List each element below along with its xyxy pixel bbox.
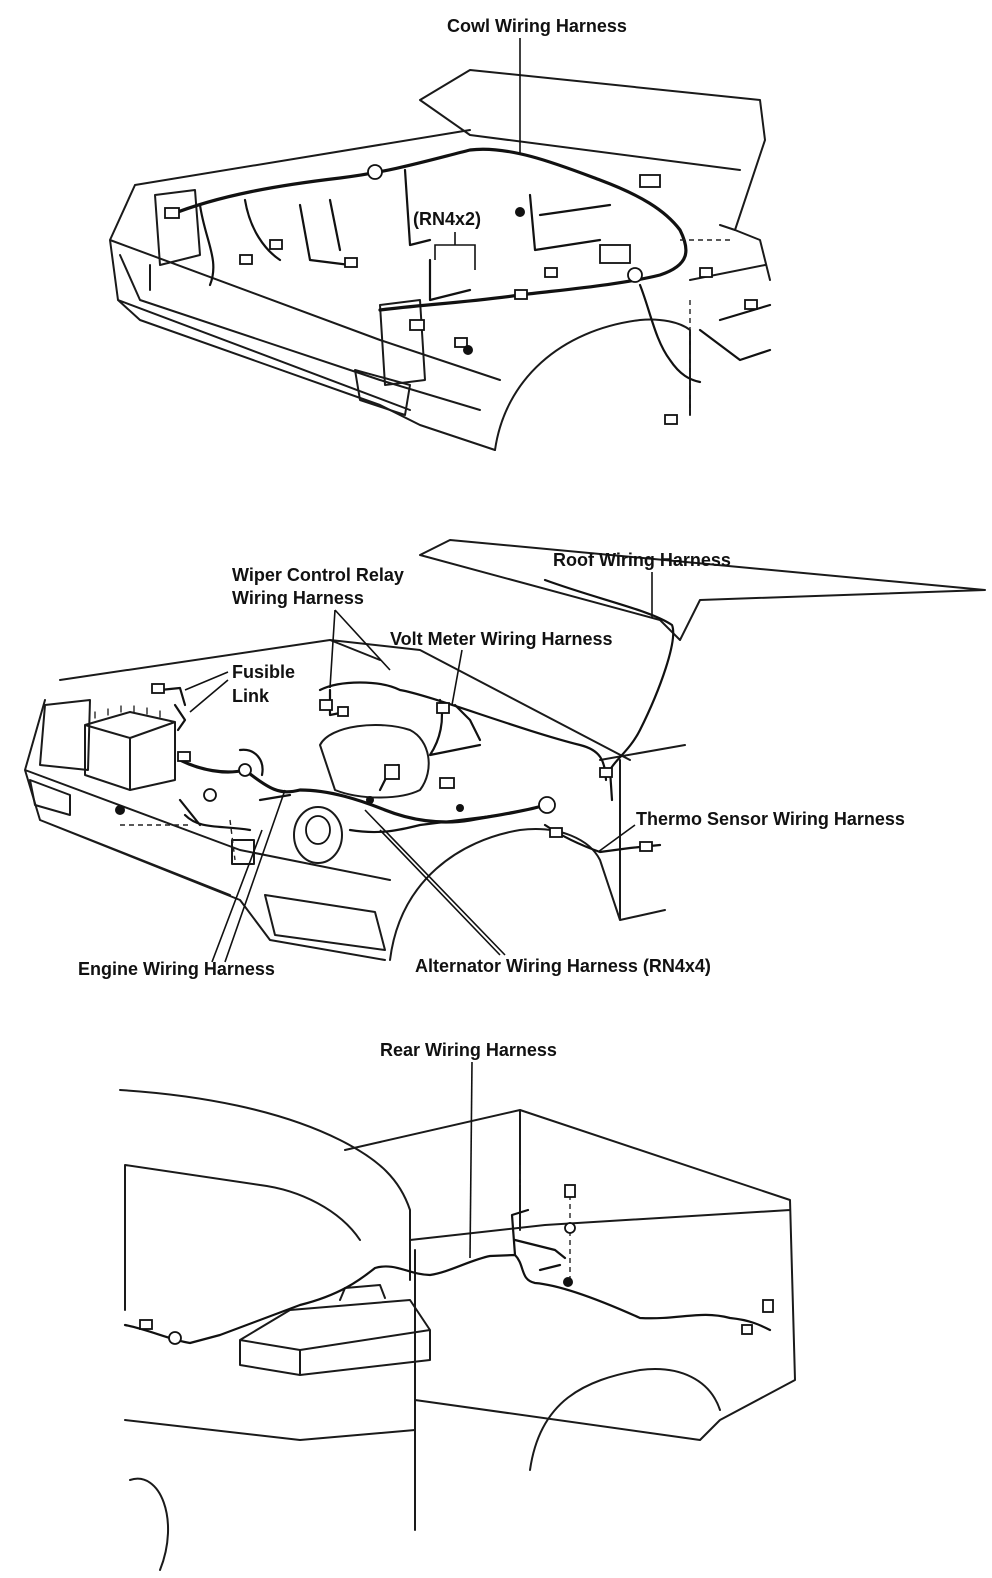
rear-dashed-lines [519, 1165, 571, 1285]
engine-harness-branch [178, 748, 400, 832]
hood-outline [419, 69, 766, 231]
volt-meter-label: Volt Meter Wiring Harness [390, 629, 613, 649]
fusible-link-label-line1: Fusible [232, 662, 295, 682]
cowl-harness-label: Cowl Wiring Harness [447, 16, 627, 36]
thermo-sensor-label: Thermo Sensor Wiring Harness [636, 809, 905, 829]
engine-harness-label: Engine Wiring Harness [78, 959, 275, 979]
rear-harness-label: Rear Wiring Harness [380, 1040, 557, 1060]
bumper-light-2 [29, 779, 386, 951]
rear-wheel-arch [529, 1368, 721, 1471]
rear-label-leader [469, 1061, 473, 1259]
wiper-relay-harness [318, 681, 608, 782]
rear-harness [123, 1253, 772, 1345]
volt-label-leader [451, 649, 463, 706]
bumper [119, 254, 481, 416]
rn4x2-label: (RN4x2) [413, 209, 481, 229]
wiper-relay-label-line1: Wiper Control Relay [232, 565, 404, 585]
cab-rear-wheel [124, 1419, 416, 1571]
cowl-harness-branch-3 [298, 198, 472, 302]
wiper-label-leader [329, 609, 391, 689]
connector-group [164, 164, 758, 425]
headlight-left [154, 189, 201, 266]
alternator-label-leader [364, 809, 506, 956]
cowl-outline-2 [59, 639, 631, 761]
cab-outline [119, 1089, 411, 1311]
fusible-link-label-line2: Link [232, 686, 270, 706]
headlight-right [379, 299, 426, 386]
engine-harness-main [178, 758, 547, 824]
ground-dashed-line [680, 239, 730, 410]
cowl-harness-branch-2 [638, 283, 772, 384]
connector-group-3 [139, 1184, 774, 1345]
connector-group-2 [115, 683, 653, 865]
engine-block [319, 724, 430, 799]
fusible-link-wires [158, 686, 187, 732]
alternator [293, 806, 343, 864]
rn4x2-bracket [434, 232, 476, 270]
alternator-harness [348, 813, 502, 834]
thermo-label-leader [597, 824, 636, 853]
car-body-outline-2 [24, 699, 391, 961]
rear-diagram-panel: Rear Wiring Harness [119, 1040, 796, 1571]
bed-outline [344, 1109, 796, 1531]
rear-harness-branch [510, 1208, 567, 1272]
battery [84, 705, 176, 791]
cowl-harness-branch-1 [198, 168, 612, 287]
fender-arch [494, 229, 771, 451]
roof-harness-label: Roof Wiring Harness [553, 550, 731, 570]
ground-dashed-line-2 [120, 819, 236, 861]
engine-label-leader [211, 789, 286, 963]
engine-bay-diagram-panel: Roof Wiring Harness Wiper Control Relay … [24, 539, 986, 979]
headlight-left-2 [39, 699, 91, 771]
wiper-relay-label-line2: Wiring Harness [232, 588, 364, 608]
car-body-outline [109, 129, 501, 451]
cowl-diagram-panel: Cowl Wiring Harness (RN4x2) [109, 16, 772, 451]
roof-harness [543, 578, 675, 802]
alternator-harness-label: Alternator Wiring Harness (RN4x4) [415, 956, 711, 976]
cowl-harness-main [168, 147, 688, 312]
fusible-label-leader [184, 671, 229, 713]
fender-arch-2 [389, 744, 686, 961]
fuel-tank [239, 1284, 431, 1376]
